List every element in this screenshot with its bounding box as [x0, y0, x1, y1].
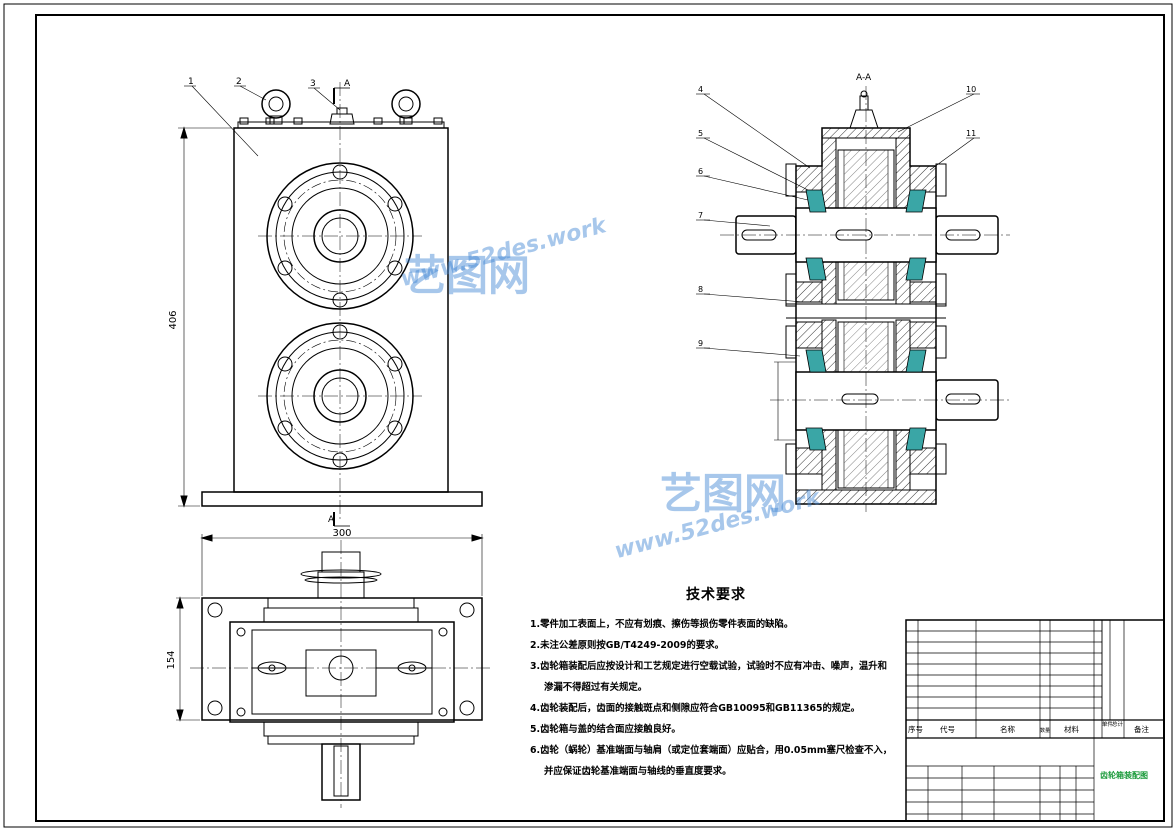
watermark-brand-upper: 艺图网 [404, 251, 531, 300]
tech-requirements-title: 技术要求 [686, 587, 746, 603]
tech-item-2: 2.未注公差原则按GB/T4249-2009的要求。 [530, 640, 724, 651]
vent-plug [329, 113, 355, 125]
part-number-3: 3 [310, 79, 316, 89]
dim-height-text: 406 [168, 310, 179, 329]
lifting-eye-right [391, 89, 421, 119]
part-number-9: 9 [698, 339, 703, 348]
title-block [905, 619, 1165, 822]
part-number-7: 7 [698, 211, 703, 220]
tech-requirements-list: 1.零件加工表面上，不应有划痕、擦伤等损伤零件表面的缺陷。 2.未注公差原则按G… [530, 614, 910, 782]
part-number-5: 5 [698, 129, 703, 138]
section-view: A-A [696, 73, 1010, 512]
part-number-11: 11 [966, 129, 976, 138]
tb-header-code: 代号 [940, 724, 955, 734]
dim-width-text: 300 [332, 528, 351, 539]
tech-item-1: 1.零件加工表面上，不应有划痕、擦伤等损伤零件表面的缺陷。 [530, 619, 794, 630]
tech-item-6: 6.齿轮（蜗轮）基准端面与轴肩（或定位套端面）应贴合，用0.05mm塞尺检查不入… [530, 745, 893, 777]
tb-header-total: 总计 [1112, 720, 1124, 728]
tb-header-note: 备注 [1134, 724, 1150, 734]
tb-header-seq: 序号 [908, 724, 923, 734]
tech-item-5: 5.齿轮箱与盖的结合面应接触良好。 [530, 724, 681, 735]
part-number-2: 2 [236, 77, 242, 87]
front-view [178, 82, 483, 527]
part-number-4: 4 [698, 85, 703, 94]
tb-header-qty: 数量 [1040, 727, 1050, 734]
top-view [176, 534, 492, 808]
outer-border [3, 3, 1173, 828]
part-number-10: 10 [966, 85, 976, 94]
part-number-6: 6 [698, 167, 703, 176]
section-cut-label-bottom: A [328, 515, 335, 525]
section-cut-label-top: A [344, 79, 351, 89]
tb-header-material: 材料 [1064, 724, 1080, 734]
tech-item-4: 4.齿轮装配后，齿面的接触斑点和侧隙应符合GB10095和GB11365的规定。 [530, 703, 861, 714]
watermark-brand-lower: 艺图网 [660, 469, 787, 518]
dim-depth-text: 154 [166, 650, 177, 669]
section-title: A-A [856, 73, 872, 83]
tech-requirements: 技术要求 1.零件加工表面上，不应有划痕、擦伤等损伤零件表面的缺陷。 2.未注公… [530, 584, 910, 782]
part-number-1: 1 [188, 77, 194, 87]
lifting-eye-left [261, 89, 291, 119]
tb-header-unit: 单件 [1102, 720, 1114, 728]
inner-border [35, 14, 1165, 822]
tb-drawing-title: 齿轮箱装配图 [1100, 770, 1148, 780]
part-number-8: 8 [698, 285, 703, 294]
tech-item-3: 3.齿轮箱装配后应按设计和工艺规定进行空载试验，试验时不应有冲击、噪声，温升和渗… [530, 661, 887, 693]
tb-header-name: 名称 [1000, 724, 1015, 734]
